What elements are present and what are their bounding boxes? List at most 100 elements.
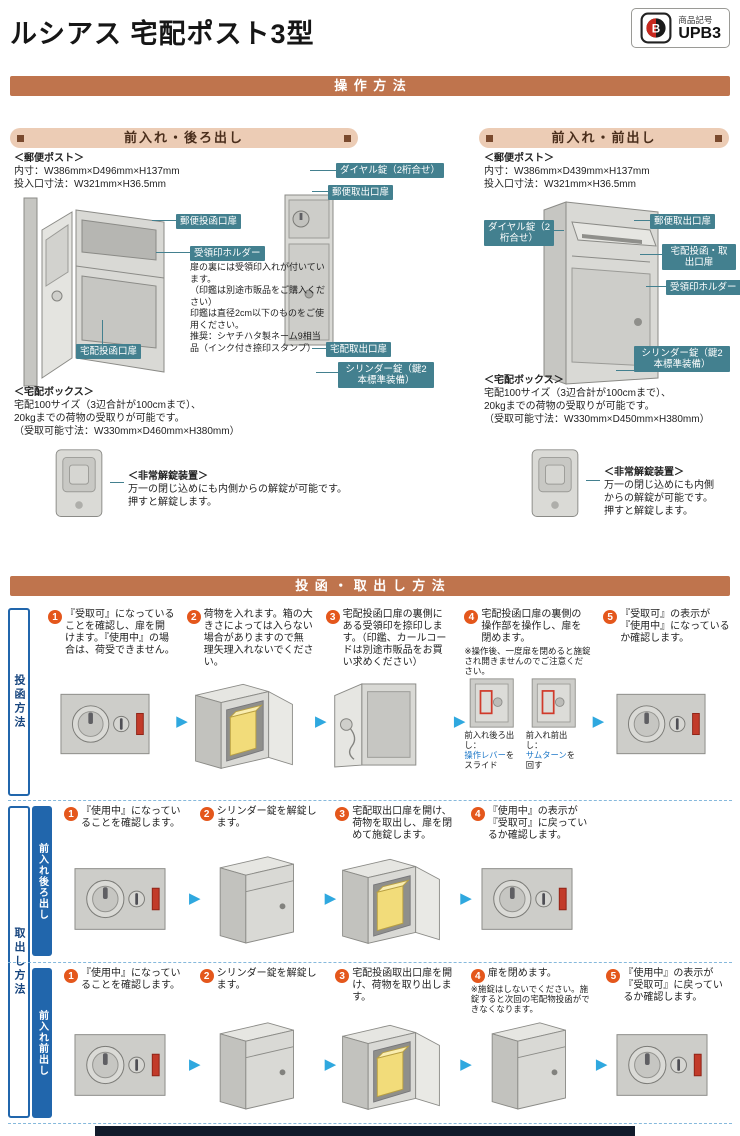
step-number: 5	[603, 610, 618, 624]
next-step-arrow-icon: ▶	[189, 1056, 201, 1073]
mini-figure-lever: 前入れ後ろ出し： 操作レバーをスライド	[464, 678, 519, 770]
stamp-note-line: 扉の裏には受領印入れが付いています。	[190, 262, 325, 284]
step-text: 『使用中』の表示が『受取可』に戻っているか確認します。	[623, 968, 723, 1003]
step-text: 『受取可』の表示が『使用中』になっているか確認します。	[620, 609, 730, 644]
step-text: シリンダー錠を解錠します。	[216, 806, 317, 829]
step-text: 『受取可』になっていることを確認し、扉を開けます。『使用中』の場合は、荷受できま…	[65, 609, 175, 656]
caption-head: 前入れ前出し：	[525, 730, 568, 750]
callout-cylinder-lock-right: シリンダー錠（鍵2本標準装備）	[634, 346, 730, 372]
spec-mail-post-left: ＜郵便ポスト＞ 内寸：W386mm×D496mm×H137mm 投入口寸法：W3…	[14, 152, 180, 191]
caption-rest: を回す	[525, 750, 576, 770]
spec-parcel-box-left: ＜宅配ボックス＞ 宅配100サイズ（3辺合計が100cmまで）、 20kgまでの…	[14, 386, 294, 438]
step-cell: 1 『使用中』になっていることを確認します。 ▶	[64, 801, 201, 962]
badge-texts: 商品記号 UPB3	[678, 14, 721, 42]
leader-line	[312, 191, 328, 192]
step-number: 1	[64, 807, 78, 821]
lock-panel-figure	[64, 1015, 176, 1115]
step-head: 1 『使用中』になっていることを確認します。	[64, 806, 188, 830]
step-head: 2 シリンダー錠を解錠します。	[199, 968, 324, 992]
step-number: 4	[470, 807, 485, 821]
steps-row-takeout-front: 1 『使用中』になっていることを確認します。 ▶ 2 シリンダー錠を解錠します。…	[8, 962, 732, 1124]
step-number: 3	[335, 807, 350, 821]
spec-inner-dim: 内寸：W386mm×D439mm×H137mm	[484, 166, 650, 177]
box-line: 宅配100サイズ（3辺合計が100cmまで）、	[14, 400, 201, 411]
brand-logo-letter: B	[652, 22, 660, 35]
cabinet-closed-figure	[200, 847, 312, 951]
step-text: 宅配取出口扉を開け、荷物を取出し、扉を閉めて施錠します。	[352, 806, 453, 841]
door-open-stamp-figure	[326, 674, 441, 774]
step-note: ※操作後、一度扉を閉めると施錠され開きませんのでご注意ください。	[464, 646, 591, 676]
step-head: 4 宅配投函口扉の裏側の操作部を操作し、扉を閉めます。	[464, 609, 591, 645]
operation-parts-figures: 前入れ後ろ出し： 操作レバーをスライド 前入れ前出し： サムターンを回す	[464, 678, 581, 770]
next-step-arrow-icon: ▶	[595, 1056, 608, 1073]
leader-line	[156, 252, 190, 253]
step-head: 5 『受取可』の表示が『使用中』になっているか確認します。	[603, 609, 730, 645]
lock-panel-figure	[471, 847, 583, 951]
box-line: （受取可能寸法：W330mm×D460mm×H380mm）	[14, 426, 240, 437]
step-text: 荷物を入れます。箱の大きさによっては入らない場合がありますので無理矢理入れないで…	[203, 609, 314, 668]
leader-line	[152, 220, 176, 221]
step-text: 『使用中』になっていることを確認します。	[81, 806, 181, 829]
callout-mail-out-door: 郵便取出口扉	[328, 185, 394, 200]
section-bar-operation: 操作方法	[10, 76, 730, 96]
next-step-arrow-icon: ▶	[592, 713, 605, 730]
step-cell: 1 『使用中』になっていることを確認します。 ▶	[64, 963, 201, 1123]
cabinet-open-package-figure	[335, 1015, 447, 1115]
step-number: 4	[464, 610, 479, 624]
lock-panel-figure	[48, 674, 163, 774]
cabinet-closed-figure	[200, 1015, 312, 1115]
step-cell: 2 シリンダー錠を解錠します。 ▶	[199, 801, 336, 962]
step-text: 宅配投函口扉の裏側の操作部を操作し、扉を閉めます。	[481, 609, 582, 644]
stamp-holder-note: 扉の裏には受領印入れが付いています。 （印鑑は別途市販品をご購入ください） 印鑑…	[190, 262, 326, 354]
next-step-arrow-icon: ▶	[453, 713, 466, 730]
step-cell: 2 荷物を入れます。箱の大きさによっては入らない場合がありますので無理矢理入れな…	[186, 604, 327, 800]
step-text: 『使用中』になっていることを確認します。	[81, 968, 181, 991]
leader-line	[616, 370, 634, 371]
box-line: 宅配100サイズ（3辺合計が100cmまで）、	[484, 388, 671, 399]
step-number: 2	[199, 807, 214, 821]
spec-slot-dim: 投入口寸法：W321mm×H36.5mm	[484, 179, 636, 190]
lock-panel-figure	[603, 674, 718, 774]
step-cell: 3 宅配取出口扉を開け、荷物を取出し、扉を閉めて施錠します。 ▶	[335, 801, 472, 962]
next-step-arrow-icon: ▶	[460, 1056, 472, 1073]
box-line: 20kgまでの荷物の受取りが可能です。	[484, 401, 655, 412]
spec-inner-dim: 内寸：W386mm×D496mm×H137mm	[14, 166, 180, 177]
steps-grid: 1 『使用中』になっていることを確認します。 ▶ 2 シリンダー錠を解錠します。…	[8, 963, 732, 1123]
steps-row-posting: 1 『受取可』になっていることを確認し、扉を開けます。『使用中』の場合は、荷受で…	[8, 604, 732, 800]
step-number: 1	[64, 969, 78, 983]
emergency-line: からの解錠が可能です。	[604, 493, 713, 504]
page-title: ルシアス 宅配ポスト3型	[10, 19, 315, 49]
emergency-title: ＜非常解錠装置＞	[128, 471, 208, 482]
step-text: 扉を閉めます。	[487, 968, 557, 979]
figure-post-perspective-left	[22, 196, 172, 388]
step-head: 1 『受取可』になっていることを確認し、扉を開けます。『使用中』の場合は、荷受で…	[48, 609, 175, 657]
figure-emergency-unlock-right	[526, 446, 584, 526]
step-head: 1 『使用中』になっていることを確認します。	[64, 968, 188, 992]
step-head: 4 扉を閉めます。	[470, 968, 595, 983]
callout-stamp-holder-right: 受領印ホルダー	[666, 280, 740, 295]
steps-grid: 1 『受取可』になっていることを確認し、扉を開けます。『使用中』の場合は、荷受で…	[8, 604, 732, 800]
leader-line	[646, 286, 666, 287]
cabinet-open-package-figure	[187, 674, 302, 774]
emergency-line: 万一の閉じ込めにも内側	[604, 480, 714, 491]
step-cell: 4 扉を閉めます。 ※施錠はしないでください。施錠すると次回の宅配物投函ができな…	[470, 963, 607, 1123]
emergency-line: 万一の閉じ込めにも内側からの解錠が可能です。	[128, 484, 347, 495]
lock-panel-figure	[606, 1015, 718, 1115]
leader-line	[640, 254, 662, 255]
emergency-note-left: ＜非常解錠装置＞ 万一の閉じ込めにも内側からの解錠が可能です。 押すと解錠します…	[128, 470, 368, 509]
leader-line	[634, 220, 650, 221]
caption-head: 前入れ後ろ出し：	[464, 730, 515, 750]
step-number: 1	[48, 610, 62, 624]
box-line: 20kgまでの荷物の受取りが可能です。	[14, 413, 185, 424]
step-cell: 3 宅配投函取出口扉を開け、荷物を取り出します。 ▶	[335, 963, 472, 1123]
step-cell: 2 シリンダー錠を解錠します。 ▶	[199, 963, 336, 1123]
step-number: 5	[606, 969, 621, 983]
step-head: 2 荷物を入れます。箱の大きさによっては入らない場合がありますので無理矢理入れな…	[186, 609, 314, 669]
spec-slot-dim: 投入口寸法：W321mm×H36.5mm	[14, 179, 166, 190]
step-cell: 5 『受取可』の表示が『使用中』になっているか確認します。	[603, 604, 730, 800]
step-text: シリンダー錠を解錠します。	[216, 968, 317, 991]
step-text: 宅配投函口扉の裏側にある受領印を捺印します。（印鑑、カールコードは別途市販品をお…	[342, 609, 447, 668]
footer-bar	[95, 1126, 635, 1136]
stamp-note-line: （印鑑は別途市販品をご購入ください）	[190, 285, 326, 307]
